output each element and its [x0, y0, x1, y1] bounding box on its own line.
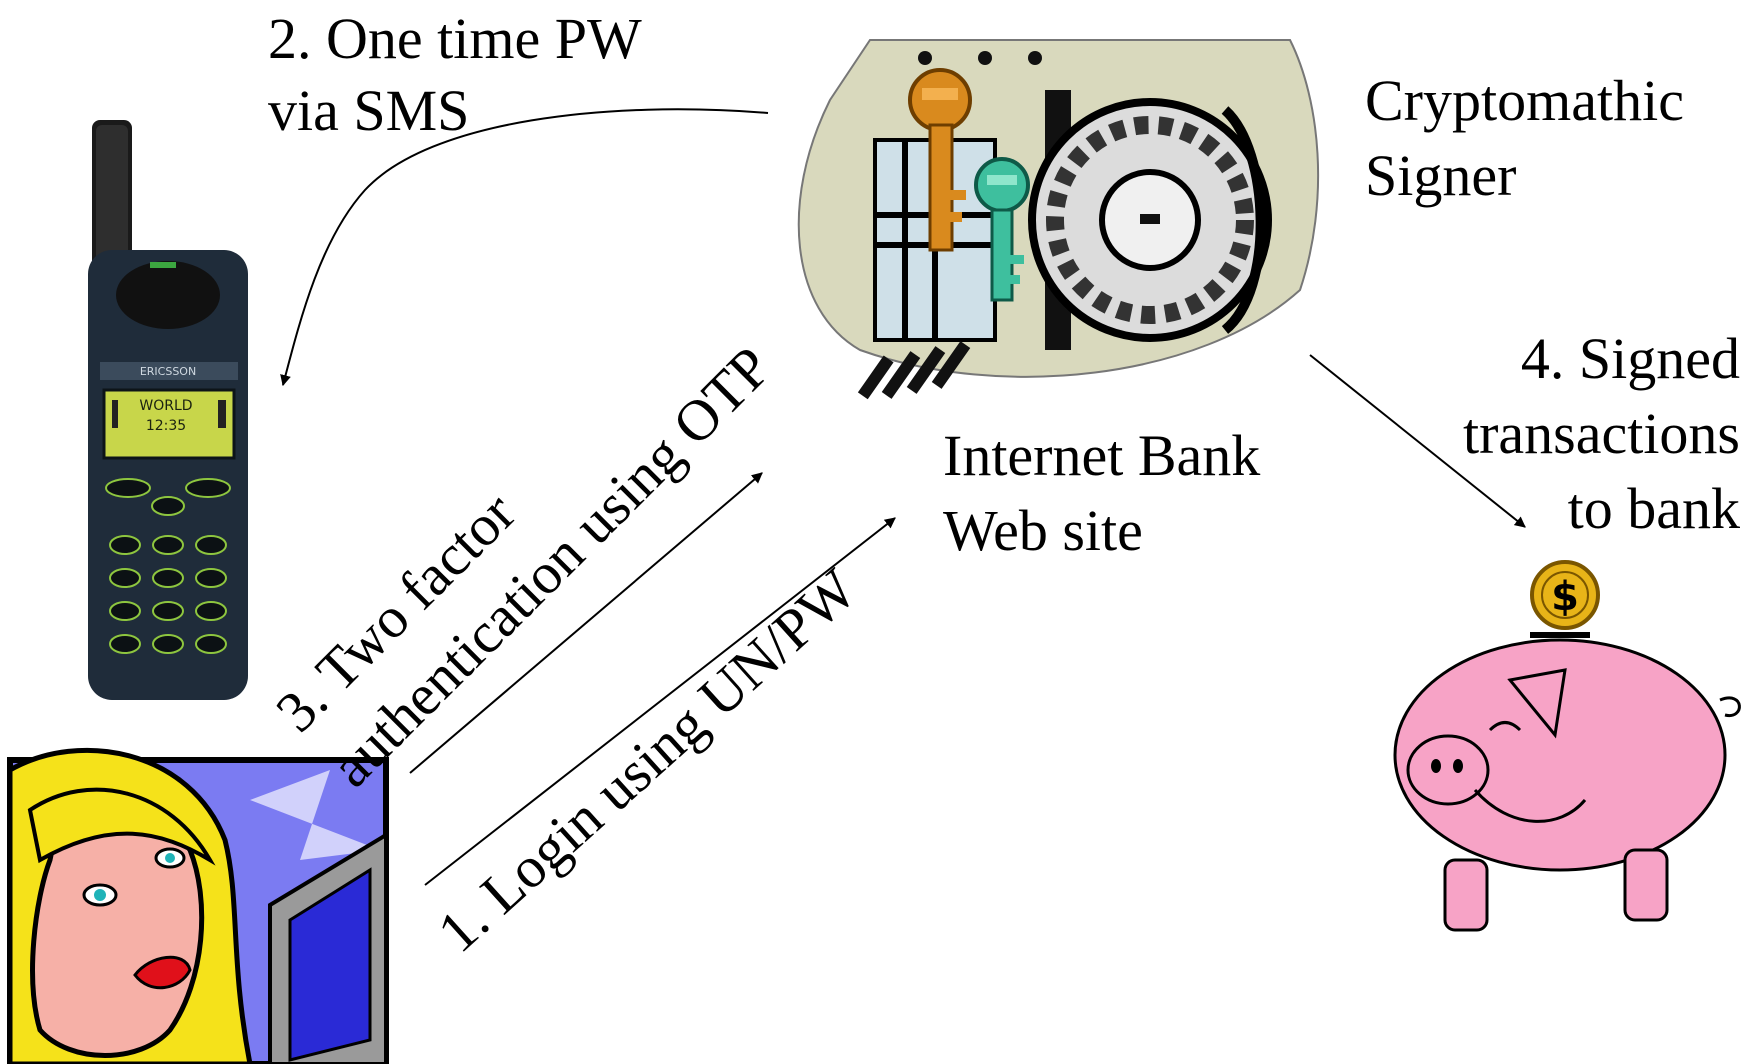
phone-screen-line2: 12:35 — [146, 418, 186, 434]
arrow-two-factor — [409, 472, 763, 774]
arrow-signed-transactions — [1309, 354, 1526, 528]
label-bank-line1: Internet Bank — [943, 423, 1260, 488]
svg-text:ERICSSON: ERICSSON — [140, 365, 196, 378]
phone-screen-line1: WORLD — [139, 398, 192, 414]
label-step4-line3: to bank — [1568, 476, 1740, 541]
label-signer-line2: Signer — [1365, 143, 1516, 208]
label-bank-line2: Web site — [943, 498, 1143, 563]
piggy-bank-icon: $ — [1393, 560, 1741, 932]
label-signer-line1: Cryptomathic — [1365, 68, 1684, 133]
mobile-phone-icon: ERICSSON WORLD 12:35 — [88, 120, 248, 700]
vault-icon — [797, 39, 1320, 400]
user-at-computer-icon — [7, 748, 389, 1064]
arrow-sms-to-phone — [280, 108, 769, 387]
label-step4-line2: transactions — [1463, 401, 1740, 466]
coin-dollar-symbol: $ — [1551, 574, 1579, 620]
arrow-login — [424, 517, 896, 886]
label-step4-line1: 4. Signed — [1521, 326, 1740, 391]
label-step2-line2: via SMS — [268, 78, 469, 143]
label-step2-line1: 2. One time PW — [268, 6, 642, 71]
